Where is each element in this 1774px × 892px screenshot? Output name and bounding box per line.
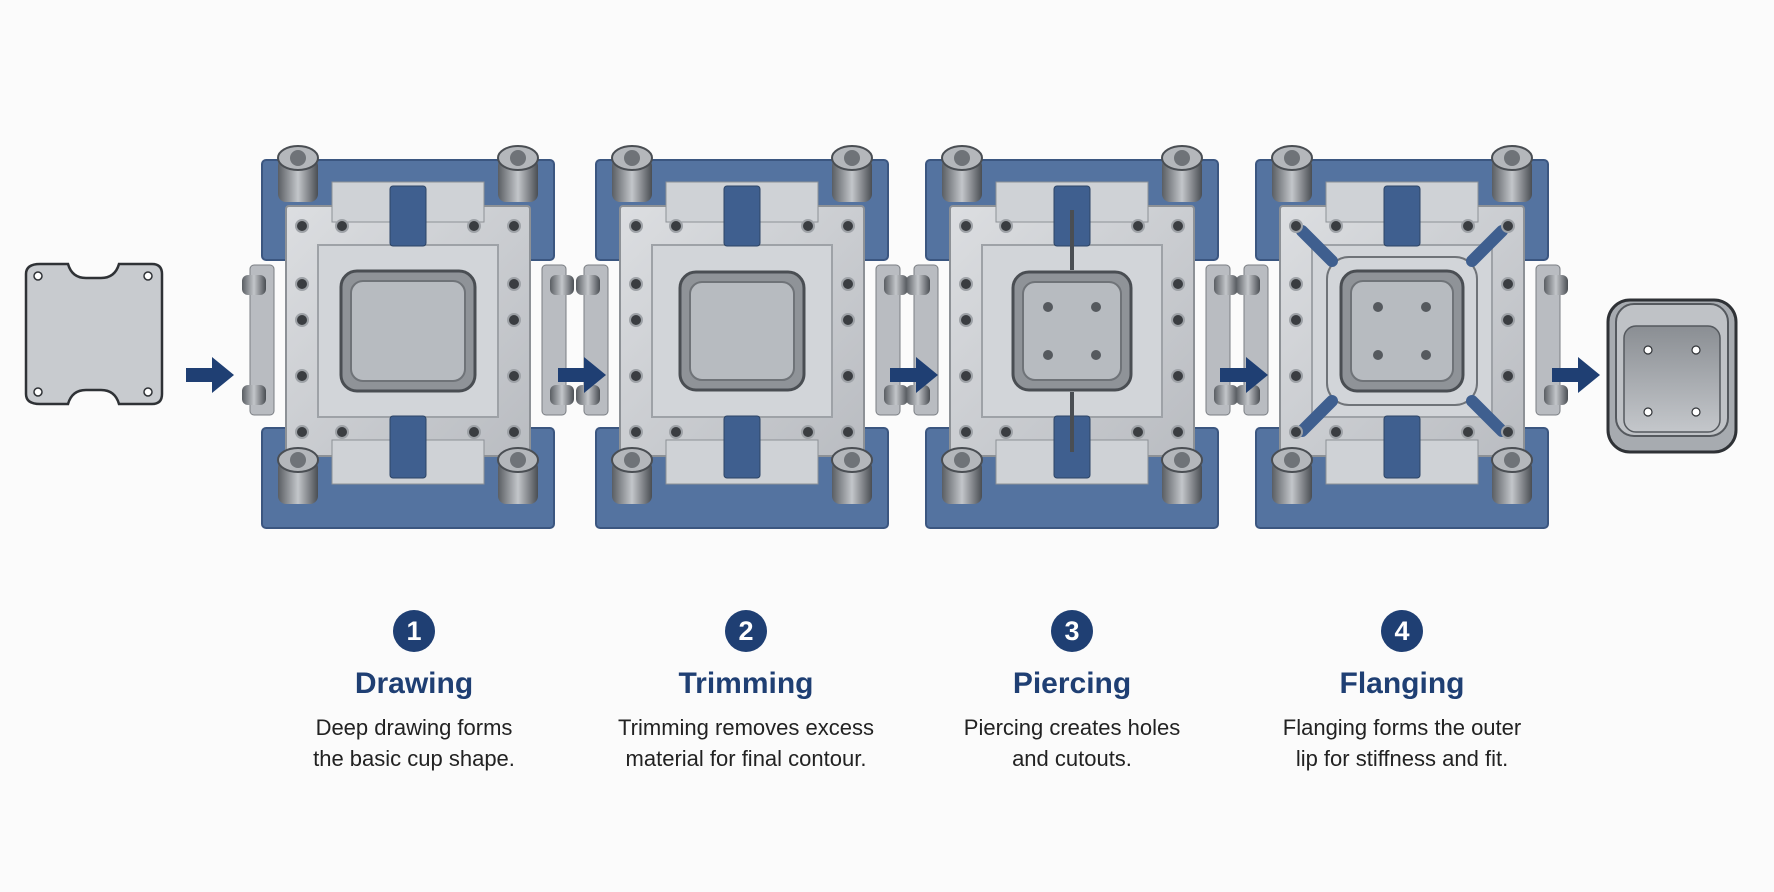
step-description: Flanging forms the outer lip for stiffne… <box>1252 712 1552 774</box>
step-description: Deep drawing forms the basic cup shape. <box>264 712 564 774</box>
finished-cup-icon <box>1608 300 1736 452</box>
piercing-die-icon <box>906 146 1238 528</box>
step-caption-trimming: 2 Trimming Trimming removes excess mater… <box>596 610 896 774</box>
drawing-die-icon <box>242 146 574 528</box>
step-caption-flanging: 4 Flanging Flanging forms the outer lip … <box>1252 610 1552 774</box>
step-description: Piercing creates holes and cutouts. <box>922 712 1222 774</box>
step-number-badge: 3 <box>1051 610 1093 652</box>
step-number-badge: 4 <box>1381 610 1423 652</box>
step-description-line: lip for stiffness and fit. <box>1252 743 1552 774</box>
step-title: Flanging <box>1252 666 1552 702</box>
step-number-badge: 1 <box>393 610 435 652</box>
step-caption-drawing: 1 Drawing Deep drawing forms the basic c… <box>264 610 564 774</box>
step-number-badge: 2 <box>725 610 767 652</box>
right-arrow-icon <box>186 357 234 393</box>
step-description-line: Trimming removes excess <box>596 712 896 743</box>
step-description-line: material for final contour. <box>596 743 896 774</box>
step-title: Piercing <box>922 666 1222 702</box>
step-description-line: Deep drawing forms <box>264 712 564 743</box>
step-description-line: Piercing creates holes <box>922 712 1222 743</box>
step-description-line: the basic cup shape. <box>264 743 564 774</box>
trimming-die-icon <box>576 146 908 528</box>
step-title: Drawing <box>264 666 564 702</box>
step-description-line: Flanging forms the outer <box>1252 712 1552 743</box>
flat-blank-icon <box>26 264 162 404</box>
step-description: Trimming removes excess material for fin… <box>596 712 896 774</box>
step-description-line: and cutouts. <box>922 743 1222 774</box>
step-title: Trimming <box>596 666 896 702</box>
step-caption-piercing: 3 Piercing Piercing creates holes and cu… <box>922 610 1222 774</box>
flanging-die-icon <box>1236 146 1568 528</box>
